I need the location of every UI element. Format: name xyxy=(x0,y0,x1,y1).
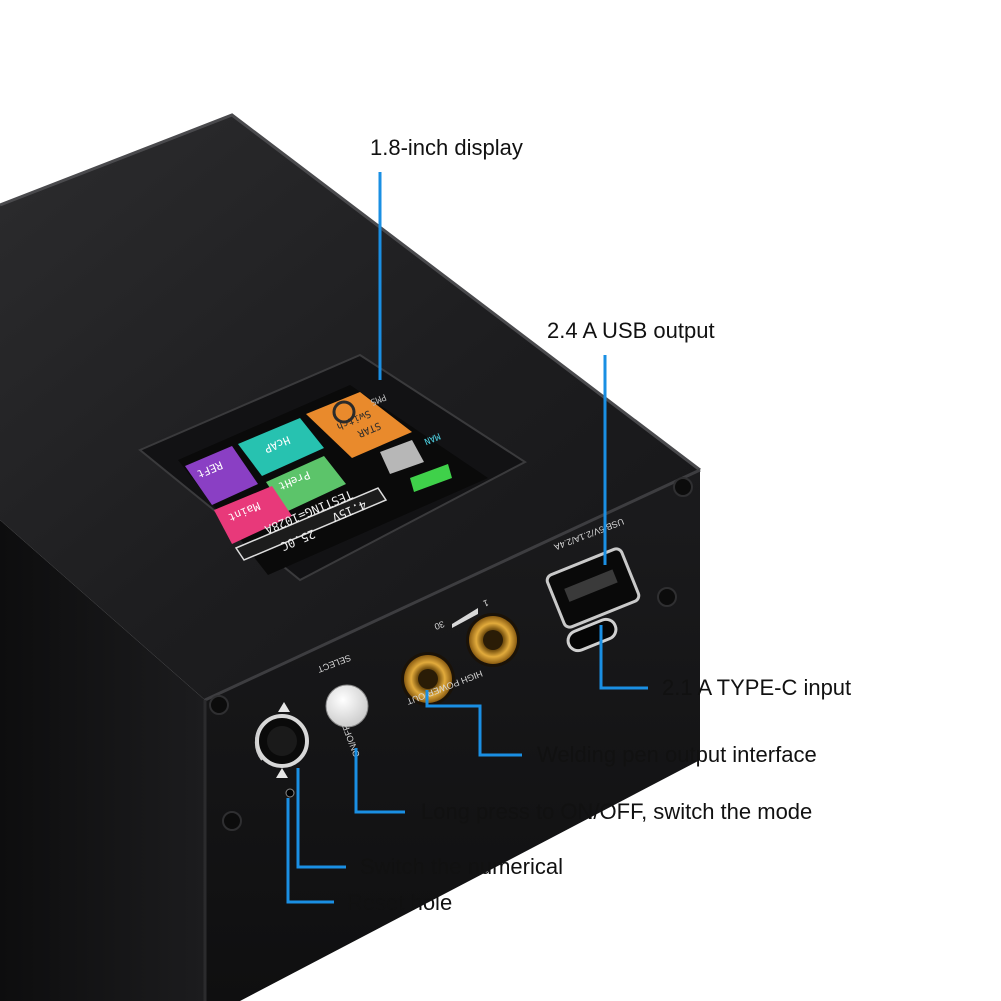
tile-maint xyxy=(214,486,292,544)
callout-lines xyxy=(286,172,648,904)
display-screen xyxy=(178,385,488,575)
callout-usb-output: 2.4 A USB output xyxy=(547,318,715,343)
callout-welding-pen: Welding pen output interface xyxy=(537,742,817,767)
usb-a-port xyxy=(545,547,641,629)
tile-refr xyxy=(185,446,258,505)
battery-indicator xyxy=(410,464,452,492)
tile-hcap xyxy=(238,418,324,476)
select-button[interactable] xyxy=(325,684,369,728)
enclosure-side-face xyxy=(0,520,205,1001)
gear-icon xyxy=(332,400,356,424)
tile-star xyxy=(306,392,412,458)
callout-line-reset xyxy=(286,798,334,904)
callout-display: 1.8-inch display xyxy=(370,135,523,160)
callout-line-numerical xyxy=(296,768,346,869)
welding-pen-ports xyxy=(401,613,520,706)
reset-hole[interactable] xyxy=(285,788,295,798)
callout-line-typec xyxy=(599,625,648,690)
numerical-knob[interactable] xyxy=(254,702,309,778)
tile-preht xyxy=(266,456,346,512)
callout-switch-numerical: Switch the numerical xyxy=(360,854,563,879)
callout-reset-hole: Reset hole xyxy=(347,890,453,915)
callout-typec-input: 2.1 A TYPE-C input xyxy=(662,675,852,700)
callout-line-welding xyxy=(425,690,522,757)
callout-line-onoff xyxy=(354,748,405,814)
testing-bar xyxy=(234,487,388,561)
scale-right-label: 30 xyxy=(433,619,446,632)
usb-c-port xyxy=(566,617,618,653)
scale-left-label: 1 xyxy=(482,598,490,609)
screw-icons xyxy=(209,477,693,831)
tile-star-icon xyxy=(380,440,424,474)
callout-on-off: Long press to ON/OFF, switch the mode xyxy=(421,799,813,824)
